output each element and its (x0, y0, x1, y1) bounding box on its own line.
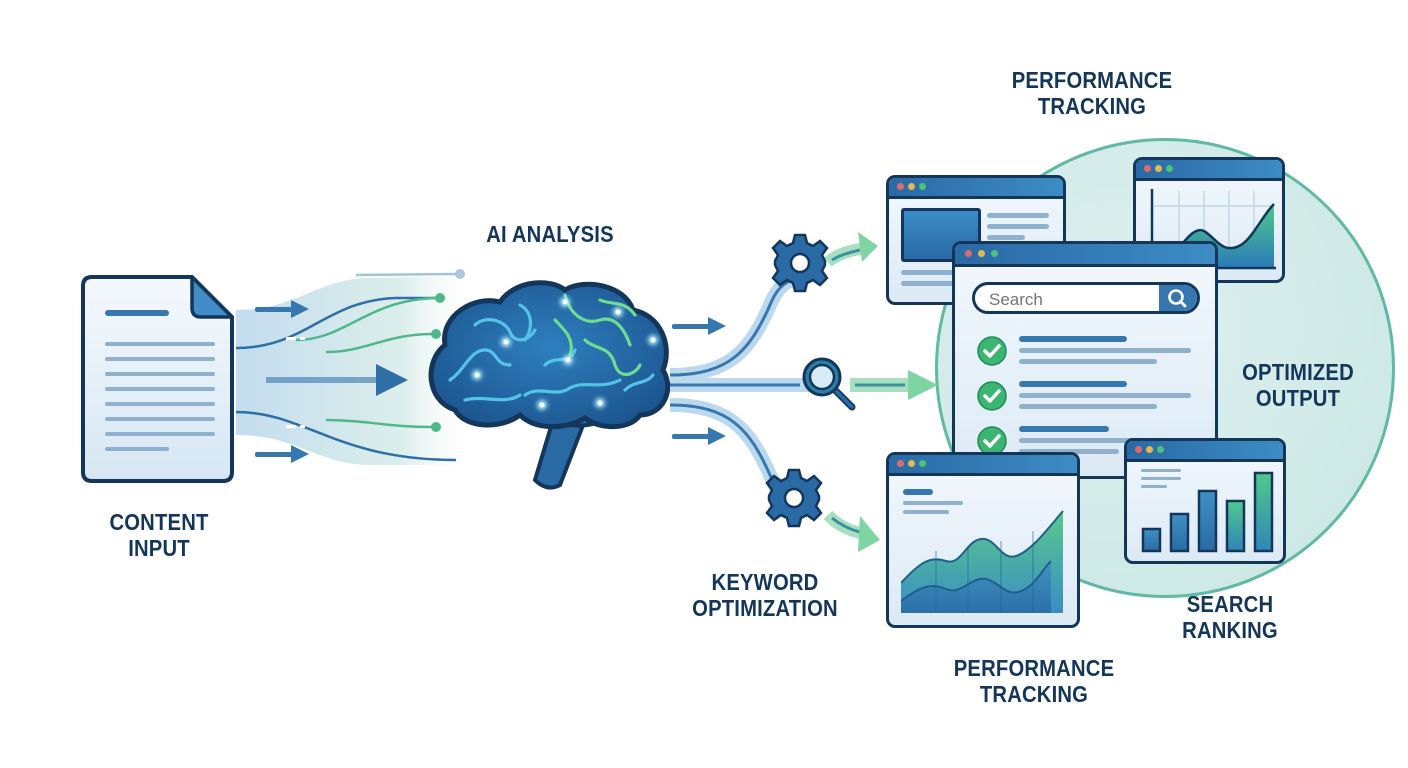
label-content-input: CONTENT INPUT (109, 509, 209, 561)
label-ai-analysis: AI ANALYSIS (486, 221, 614, 247)
result-item[interactable] (977, 379, 1207, 419)
bar-chart-icon (1141, 471, 1274, 553)
magnifier-icon (796, 355, 860, 420)
label-keyword-optimization: KEYWORD OPTIMIZATION (692, 569, 838, 621)
arrow-right-icon (255, 299, 311, 324)
document-icon (80, 274, 236, 484)
result-item[interactable] (977, 424, 1207, 464)
label-search-ranking: SEARCH RANKING (1182, 591, 1278, 643)
window-titlebar (889, 178, 1063, 199)
search-button[interactable] (1159, 285, 1197, 311)
window-close-dot (897, 183, 904, 190)
gear-icon (770, 233, 830, 298)
arrow-right-icon (672, 316, 728, 341)
search-input[interactable] (987, 287, 1161, 311)
label-optimized-output: OPTIMIZED OUTPUT (1242, 359, 1354, 411)
area-chart-icon (901, 510, 1064, 613)
label-performance-tracking-top: PERFORMANCE TRACKING (1011, 67, 1173, 119)
gear-icon (764, 468, 824, 533)
label-performance-tracking-bottom: PERFORMANCE TRACKING (953, 655, 1115, 707)
arrow-right-icon (255, 444, 311, 469)
layout-window (886, 175, 1066, 305)
input-flow-stream (235, 260, 476, 480)
result-item[interactable] (977, 334, 1207, 374)
search-bar[interactable] (972, 282, 1200, 314)
check-icon (977, 426, 1007, 456)
search-ranking-window (1124, 438, 1286, 564)
brain-icon (425, 270, 675, 492)
window-maximize-dot (919, 183, 926, 190)
search-icon (1168, 289, 1187, 308)
window-minimize-dot (908, 183, 915, 190)
performance-chart-window (886, 452, 1080, 628)
arrow-right-icon (672, 426, 728, 451)
check-icon (977, 336, 1007, 366)
check-icon (977, 381, 1007, 411)
